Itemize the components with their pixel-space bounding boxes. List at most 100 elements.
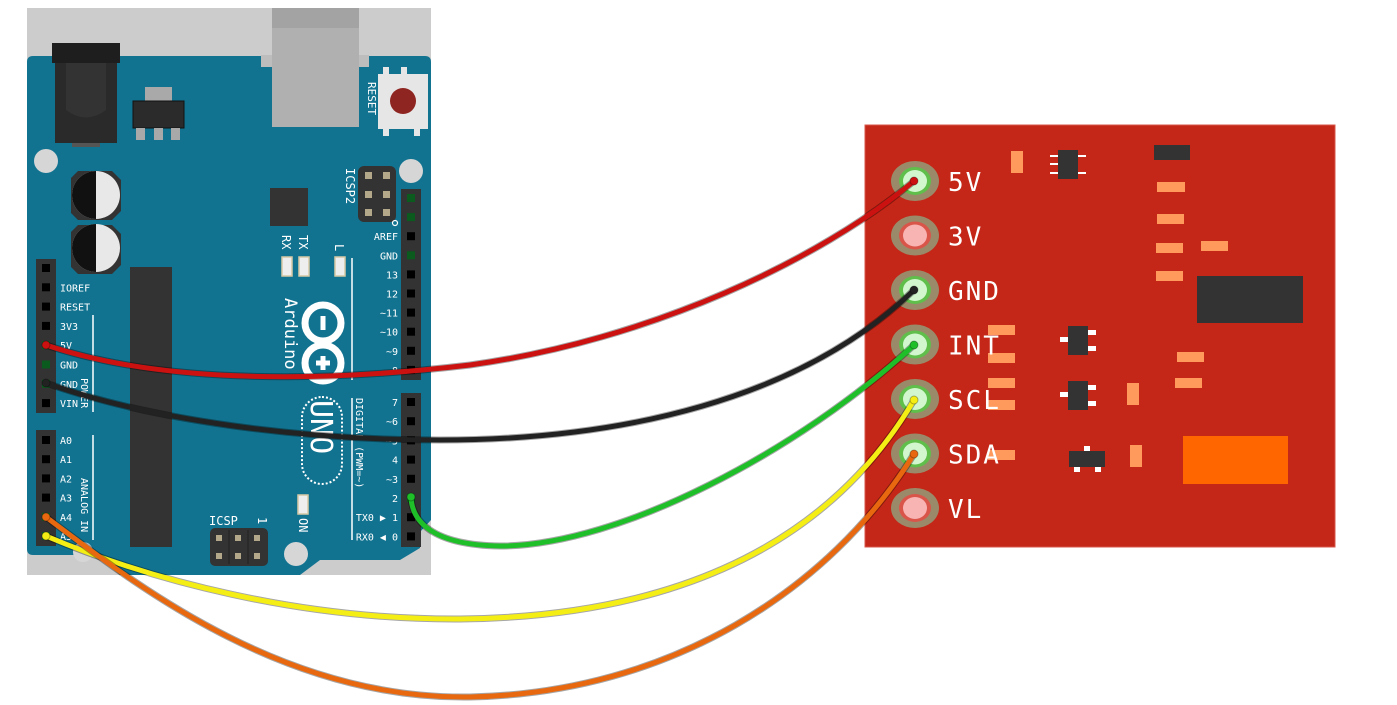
- gnd-wire[interactable]: [43, 287, 917, 443]
- int-wire-end: [909, 340, 919, 350]
- transistor: [1060, 381, 1096, 410]
- voltage-regulator: [132, 87, 185, 140]
- digital-header-label: DIGITAL (PWM=~): [353, 398, 364, 488]
- pin-hole: [903, 497, 927, 519]
- uno-text: UNO: [303, 400, 338, 454]
- power-pin-label: VIN: [60, 399, 78, 410]
- digital-pin-label: ~9: [386, 347, 398, 358]
- digital-pin-socket[interactable]: [407, 532, 415, 541]
- sda-wire-end: [41, 512, 51, 522]
- power-pin-socket[interactable]: [42, 302, 50, 311]
- sensor-pin-vl[interactable]: VL: [891, 488, 983, 528]
- arduino-brand-text: Arduino: [280, 298, 300, 370]
- analog-pin-label: A0: [60, 436, 72, 447]
- analog-pin-socket[interactable]: [42, 474, 50, 483]
- usb-chip: [270, 188, 308, 226]
- digital-header-bottom: [401, 393, 421, 547]
- reset-label: RESET: [365, 82, 378, 115]
- power-pin-label: GND: [60, 380, 78, 391]
- analog-pin-label: A5: [60, 532, 72, 543]
- mounting-hole: [399, 159, 423, 183]
- power-pin-socket[interactable]: [42, 321, 50, 330]
- analog-pin-socket[interactable]: [42, 455, 50, 464]
- mounting-hole: [34, 149, 58, 173]
- sensor-pin-label: SDA: [948, 441, 1001, 471]
- int-wire[interactable]: [408, 342, 917, 549]
- digital-pin-label: ~5: [386, 436, 398, 447]
- transistor: [1069, 446, 1105, 472]
- digital-pin-socket[interactable]: [407, 455, 415, 464]
- sensor-pin-3v[interactable]: 3V: [891, 215, 983, 256]
- icsp-header: [210, 528, 268, 566]
- 5v-wire[interactable]: [43, 178, 917, 380]
- digital-pin-label: 2: [392, 494, 398, 505]
- analog-pin-label: A4: [60, 513, 72, 524]
- icsp-label: ICSP: [209, 514, 238, 528]
- analog-header: [36, 430, 56, 546]
- digital-pin-socket[interactable]: [407, 308, 415, 317]
- rx-label: RX: [279, 235, 293, 250]
- digital-pin-label: 7: [392, 398, 398, 409]
- digital-pin-socket[interactable]: [407, 327, 415, 336]
- 5v-wire-end: [909, 176, 919, 186]
- digital-pin-label: ~3: [386, 475, 398, 486]
- power-pin-socket[interactable]: [42, 360, 50, 369]
- digital-pin-socket[interactable]: [407, 513, 415, 522]
- icsp2-label: ICSP2: [343, 168, 357, 204]
- on-led: [297, 494, 309, 515]
- digital-pin-label: TX0 ▶ 1: [356, 513, 398, 524]
- digital-pin-socket[interactable]: [407, 417, 415, 426]
- arduino-logo: [301, 301, 345, 385]
- digital-pin-socket[interactable]: [407, 346, 415, 355]
- icsp-pin1-label: 1: [255, 517, 269, 524]
- usb-connector: [261, 8, 369, 127]
- wires: [41, 176, 919, 701]
- digital-pin-label: RX0 ◀ 0: [356, 532, 398, 543]
- digital-pin-label: 4: [392, 456, 398, 467]
- rx-led: [281, 256, 293, 277]
- reset-button[interactable]: [378, 67, 428, 136]
- scl-wire[interactable]: [43, 397, 917, 622]
- int-wire-outline: [407, 341, 918, 550]
- scl-wire-end: [909, 395, 919, 405]
- icsp2-header: [358, 166, 399, 227]
- digital-pin-label: 13: [386, 270, 398, 281]
- power-pin-socket[interactable]: [42, 264, 50, 272]
- mounting-hole: [284, 542, 308, 566]
- sensor-pin-label: 3V: [948, 223, 983, 253]
- digital-pin-socket[interactable]: [407, 213, 415, 222]
- analog-pin-label: A1: [60, 455, 72, 466]
- analog-pin-socket[interactable]: [42, 493, 50, 502]
- capacitor: [71, 224, 121, 274]
- sensor-pin-label: INT: [948, 332, 1001, 362]
- 5v-wire-end: [41, 340, 51, 350]
- scl-wire-end: [41, 531, 51, 541]
- sda-wire-end: [909, 449, 919, 459]
- capacitor: [71, 171, 121, 220]
- digital-pin-socket[interactable]: [407, 232, 415, 241]
- power-pin-socket[interactable]: [42, 283, 50, 292]
- power-pin-socket[interactable]: [42, 399, 50, 408]
- power-pin-label: 5V: [60, 341, 72, 352]
- gnd-wire-end: [909, 285, 919, 295]
- digital-pin-socket[interactable]: [407, 289, 415, 298]
- on-label: ON: [296, 518, 310, 532]
- l-led-label: L: [332, 244, 346, 251]
- digital-pin-socket[interactable]: [407, 194, 415, 202]
- sensor-ic: [1197, 276, 1303, 323]
- digital-pin-socket[interactable]: [407, 398, 415, 406]
- analog-pin-socket[interactable]: [42, 436, 50, 444]
- digital-pin-socket[interactable]: [407, 474, 415, 483]
- gnd-wire-end: [41, 378, 51, 388]
- digital-pin-socket[interactable]: [407, 270, 415, 279]
- digital-pin-label: ~6: [386, 417, 398, 428]
- power-pin-label: RESET: [60, 303, 90, 314]
- transistor: [1060, 326, 1096, 355]
- pcb: [27, 56, 431, 575]
- digital-pin-socket[interactable]: [407, 251, 415, 260]
- tx-label: TX: [296, 235, 310, 250]
- sda-wire[interactable]: [43, 451, 917, 700]
- sensor-pin-label: GND: [948, 277, 1001, 307]
